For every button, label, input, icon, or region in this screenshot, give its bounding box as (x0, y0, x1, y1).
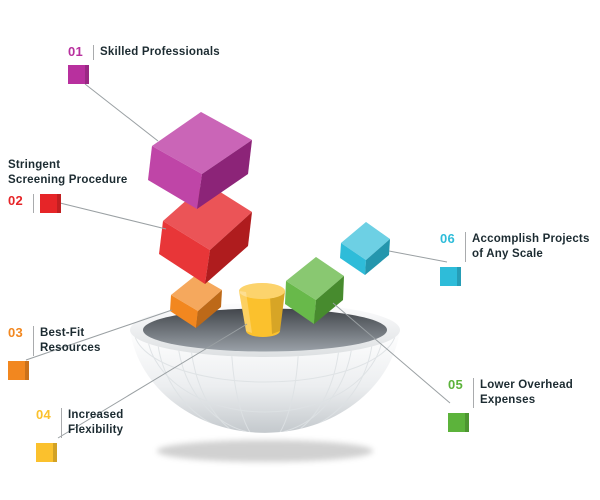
color-swatch (8, 360, 29, 380)
item-number: 06 (440, 231, 456, 246)
color-swatch (40, 193, 61, 213)
divider (465, 232, 466, 262)
leader-line-03 (25, 309, 173, 361)
item-number: 05 (448, 377, 464, 392)
item-number: 01 (68, 44, 84, 59)
leader-line-06 (388, 250, 448, 263)
color-swatch (68, 64, 89, 84)
leader-lines (25, 83, 451, 439)
divider (93, 45, 94, 60)
item-number: 03 (8, 325, 24, 340)
leader-line-02 (59, 202, 167, 230)
gold-cylinder (239, 283, 285, 337)
divider (33, 193, 34, 213)
cube-stringent-screening (159, 183, 252, 284)
divider (61, 408, 62, 438)
divider (33, 326, 34, 356)
label-skilled-professionals: 01 Skilled Professionals (68, 44, 220, 84)
leader-line-04 (57, 323, 248, 439)
color-swatch (36, 442, 57, 462)
leader-line-05 (332, 302, 451, 404)
cube-accomplish-projects (340, 222, 390, 275)
leader-line-01 (84, 83, 159, 142)
bowl-shadow (157, 440, 373, 462)
cube-skilled-professionals (148, 112, 252, 209)
item-label: Skilled Professionals (100, 46, 220, 58)
item-number: 02 (8, 192, 24, 208)
color-swatch (440, 266, 461, 286)
cube-lower-overhead (285, 257, 344, 324)
item-number: 04 (36, 407, 52, 422)
bowl-grid (133, 330, 397, 433)
divider (473, 378, 474, 408)
cube-best-fit-resources (170, 275, 222, 328)
color-swatch (448, 412, 469, 432)
bowl-body (130, 330, 400, 433)
